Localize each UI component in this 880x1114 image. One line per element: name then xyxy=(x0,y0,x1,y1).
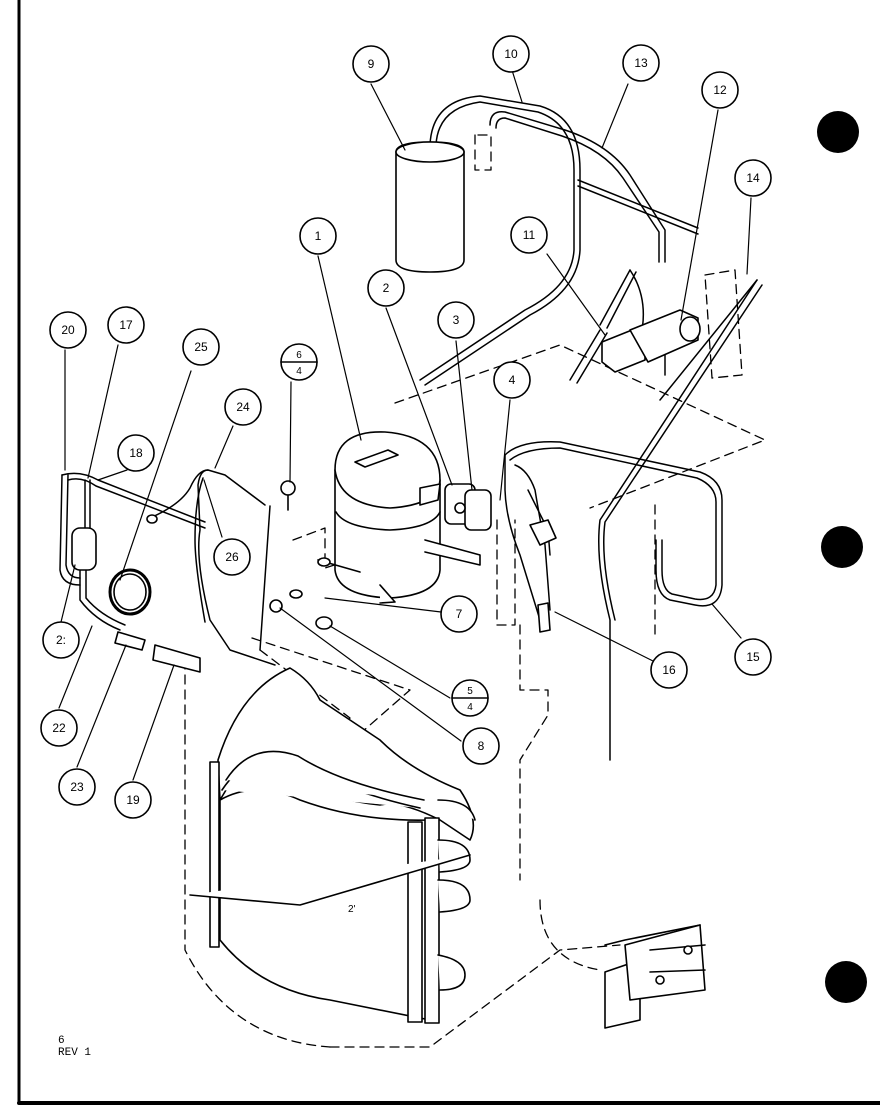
callout-11: 11 xyxy=(510,216,548,254)
callout-25-label: 25 xyxy=(194,340,208,354)
hardware-parts xyxy=(269,480,333,630)
callout-layer: 1 2 3 4 7 8 9 10 11 12 13 14 15 16 17 18… xyxy=(40,35,772,819)
tube-fitting-part xyxy=(529,519,557,633)
bracket-part xyxy=(604,924,706,1029)
callout-8-label: 8 xyxy=(478,739,485,753)
accumulator-part xyxy=(395,141,465,273)
split-callout-6-4-top: 6 xyxy=(296,350,302,361)
callout-17-label: 17 xyxy=(119,318,133,332)
page-number: 6 xyxy=(58,1035,65,1047)
callout-22-label: 22 xyxy=(52,721,66,735)
callout-13-label: 13 xyxy=(634,56,648,70)
split-callout-5-4: 5 4 xyxy=(451,679,489,717)
callout-9: 9 xyxy=(352,45,390,83)
callout-19: 19 xyxy=(114,781,152,819)
callout-17: 17 xyxy=(107,306,145,344)
callout-1: 1 xyxy=(299,217,337,255)
callout-9-label: 9 xyxy=(368,57,375,71)
callout-18-label: 18 xyxy=(129,446,143,460)
callout-8: 8 xyxy=(462,727,500,765)
callout-12: 12 xyxy=(701,71,739,109)
callout-25: 25 xyxy=(182,328,220,366)
binder-hole xyxy=(825,961,867,1003)
callout-21-label: 2: xyxy=(56,633,66,647)
reversing-valve-part xyxy=(601,309,701,373)
leader-lines xyxy=(58,66,752,781)
condenser-coil-part xyxy=(189,667,476,1024)
refrigerant-tubing xyxy=(59,95,763,761)
callout-26-label: 26 xyxy=(225,550,239,564)
callout-16: 16 xyxy=(650,651,688,689)
callout-23-label: 23 xyxy=(70,780,84,794)
callout-16-label: 16 xyxy=(662,663,676,677)
callout-11-label: 11 xyxy=(523,228,536,242)
callout-4-label: 4 xyxy=(509,373,516,387)
callout-13: 13 xyxy=(622,44,660,82)
callout-14: 14 xyxy=(734,159,772,197)
callout-7-label: 7 xyxy=(456,607,463,621)
split-callout-5-4-top: 5 xyxy=(467,686,473,697)
callout-3-label: 3 xyxy=(453,313,460,327)
callout-15-label: 15 xyxy=(746,650,760,664)
callout-7: 7 xyxy=(440,595,478,633)
binder-hole xyxy=(821,526,863,568)
callout-2-label: 2 xyxy=(383,281,390,295)
binder-holes xyxy=(817,111,867,1003)
callout-24-label: 24 xyxy=(236,400,250,414)
callout-19-label: 19 xyxy=(126,793,140,807)
callout-1-label: 1 xyxy=(315,229,322,243)
split-callout-6-4-bottom: 4 xyxy=(296,366,302,377)
split-callout-5-4-bottom: 4 xyxy=(467,702,473,713)
coil-mark-label: 2' xyxy=(348,904,356,915)
callout-22: 22 xyxy=(40,709,78,747)
callout-10: 10 xyxy=(492,35,530,73)
callout-12-label: 12 xyxy=(713,83,727,97)
callout-18: 18 xyxy=(117,434,155,472)
callout-20-label: 20 xyxy=(61,323,75,337)
callout-21: 2: xyxy=(42,621,80,659)
callout-4: 4 xyxy=(493,361,531,399)
callout-14-label: 14 xyxy=(746,171,760,185)
callout-20: 20 xyxy=(49,311,87,349)
filter-drier-part xyxy=(71,514,201,673)
callout-26: 26 xyxy=(213,538,251,576)
binder-hole xyxy=(817,111,859,153)
callout-2: 2 xyxy=(367,269,405,307)
split-callout-6-4: 6 4 xyxy=(280,343,318,381)
callout-23: 23 xyxy=(58,768,96,806)
callout-3: 3 xyxy=(437,301,475,339)
callout-15: 15 xyxy=(734,638,772,676)
callout-24: 24 xyxy=(224,388,262,426)
compressor-part xyxy=(317,431,492,604)
callout-10-label: 10 xyxy=(504,47,518,61)
revision-label: REV 1 xyxy=(58,1047,92,1059)
